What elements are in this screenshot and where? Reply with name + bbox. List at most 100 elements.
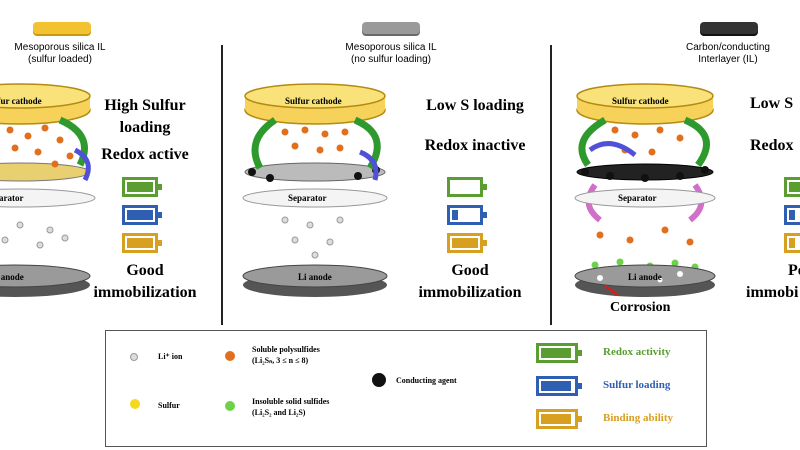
polysulfide-dots (6, 124, 74, 168)
redox-arrow-blue (358, 149, 379, 181)
separator-label: Separator (288, 193, 327, 203)
panel-title-line1: Mesoporous silica IL (14, 42, 106, 53)
prop1-line1: Low S loading (426, 97, 524, 114)
separator-disc (0, 188, 96, 208)
corrosion-marks (597, 271, 683, 283)
prop-immobilization: Po immobi (746, 260, 800, 304)
legend-redox-activity: Redox activity (603, 346, 671, 358)
panel-divider-right (550, 45, 552, 325)
cathode-label: Sulfur cathode (612, 96, 669, 106)
anode-top (574, 264, 716, 288)
anode-label: Li anode (298, 272, 332, 282)
anode-label: Li anode (0, 272, 24, 282)
insoluble-sulfide-icon (225, 401, 235, 411)
prop3-line2: immobilization (93, 284, 197, 301)
redox-arrow-blue (73, 147, 91, 182)
prop-redox: Redox active (101, 146, 189, 163)
prop-sulfur-loading: Low S (750, 95, 794, 112)
battery-binding-ability (122, 233, 162, 253)
legend-box: Li⁺ ion Sulfur Soluble polysulfides (Li₂… (105, 330, 707, 447)
corrosion-label: Corrosion (610, 300, 671, 315)
panel-divider-left (221, 45, 223, 325)
panel-disc-icon (33, 22, 91, 34)
battery-binding-ability (784, 233, 800, 253)
redox-arrow-green (683, 116, 710, 168)
cathode-top (244, 83, 386, 109)
corrosion-pointer (604, 284, 619, 297)
polysulfide-icon (225, 351, 235, 361)
redox-arrow-blue (588, 141, 637, 157)
cell-diagram: Sulfur cathode Separator Li anode (574, 83, 716, 297)
anode-label: Li anode (628, 272, 662, 282)
battery-sulfur-loading (122, 205, 162, 225)
polysulfide-dots (596, 126, 694, 246)
legend-sulfur: Sulfur (158, 401, 180, 410)
panel-title-line1: Carbon/conducting (686, 42, 770, 53)
li-ion-icon (130, 353, 138, 361)
battery-redox-activity (447, 177, 487, 197)
battery-redox-activity (122, 177, 162, 197)
panel-title: Carbon/conducting Interlayer (IL) (648, 42, 800, 66)
panel-disc-icon (700, 22, 758, 34)
legend-battery-redox (536, 343, 582, 363)
cell-diagram: Sulfur cathode Separator Li anode (0, 83, 96, 297)
panel-title-line2: (sulfur loaded) (28, 54, 92, 65)
panel-disc-icon (362, 22, 420, 34)
cell-diagram: Sulfur cathode Separator Li anode (242, 83, 388, 297)
prop-sulfur-loading: Low S loading (410, 95, 540, 117)
prop3-line2: immobilization (418, 284, 522, 301)
interlayer-disc (0, 162, 91, 182)
li-ion-dots (1, 221, 69, 249)
panel-title-line1: Mesoporous silica IL (345, 42, 437, 53)
legend-battery-sulfur (536, 376, 582, 396)
separator-label: Separator (0, 193, 24, 203)
polysulfide-dots (281, 126, 349, 154)
anode-top (242, 264, 388, 288)
panel-title-line2: (no sulfur loading) (350, 54, 432, 65)
conducting-agent-dots (581, 166, 709, 182)
interlayer-disc (244, 162, 386, 182)
battery-sulfur-loading (784, 205, 800, 225)
prop-redox: Redox inactive (424, 137, 526, 154)
panel-title: Mesoporous silica IL (sulfur loaded) (0, 42, 140, 66)
legend-soluble: Soluble polysulfides (Li₂Sₙ, 3 ≤ n ≤ 8) (252, 344, 320, 366)
prop3-line2: immobi (746, 284, 799, 301)
battery-sulfur-loading (447, 205, 487, 225)
panel-title-line2: Interlayer (IL) (698, 54, 758, 65)
prop-immobilization: Good immobilization (75, 260, 215, 304)
legend-insoluble-title: Insoluble solid sulfides (252, 397, 330, 406)
redox-arrow-green-left (251, 117, 278, 170)
prop3-line1: Good (451, 262, 489, 279)
battery-binding-ability (447, 233, 487, 253)
conducting-agent-icon (372, 373, 386, 387)
cathode-top (0, 83, 91, 109)
prop1-line2: loading (119, 119, 171, 136)
redox-arrow-green-left (578, 116, 607, 168)
prop-immobilization: Good immobilization (400, 260, 540, 304)
cathode-top (576, 83, 714, 109)
legend-battery-binding (536, 409, 582, 429)
legend-binding-ability: Binding ability (603, 412, 674, 424)
redox-arrow-green (58, 116, 88, 167)
li-ion-dots (281, 216, 344, 259)
legend-soluble-title: Soluble polysulfides (252, 345, 320, 354)
cathode-label: Sulfur cathode (285, 96, 342, 106)
legend-soluble-formula: (Li₂Sₙ, 3 ≤ n ≤ 8) (252, 356, 309, 365)
anode-top (0, 264, 91, 288)
separator-disc (574, 188, 716, 208)
legend-li-ion: Li⁺ ion (158, 352, 183, 361)
sulfur-icon (130, 399, 140, 409)
legend-conducting: Conducting agent (396, 376, 457, 385)
prop3-line1: Good (126, 262, 164, 279)
panel-title: Mesoporous silica IL (no sulfur loading) (311, 42, 471, 66)
legend-insoluble-formula: (Li₂S₂ and Li₂S) (252, 408, 306, 417)
legend-sulfur-loading: Sulfur loading (603, 379, 671, 391)
cathode-label: Sulfur cathode (0, 96, 42, 106)
prop1-line1: High Sulfur (104, 97, 186, 114)
prop-redox: Redox (750, 137, 794, 154)
separator-disc (242, 188, 388, 208)
prop-sulfur-loading: High Sulfur loading (85, 95, 205, 139)
legend-insoluble: Insoluble solid sulfides (Li₂S₂ and Li₂S… (252, 396, 329, 418)
battery-redox-activity (784, 177, 800, 197)
prop3-line1: Po (788, 262, 800, 279)
